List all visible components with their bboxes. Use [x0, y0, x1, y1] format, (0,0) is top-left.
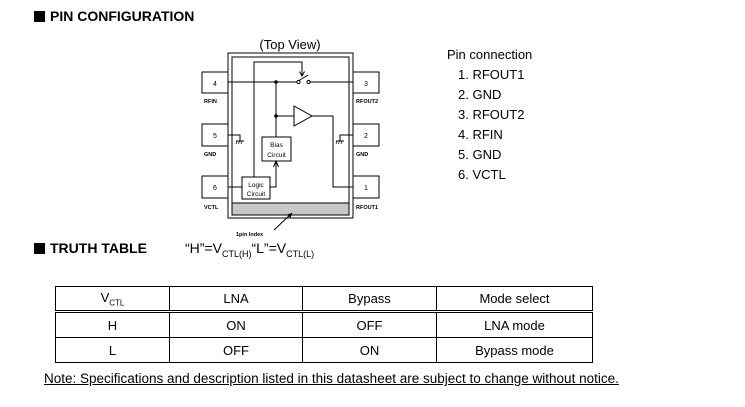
- list-item: 6. VCTL: [458, 167, 506, 182]
- pin-6: 6 VCTL: [201, 175, 229, 211]
- pin-2: 2 GND: [352, 123, 380, 158]
- pin-1: 1 RFOUT1: [352, 175, 380, 211]
- bias-circuit-block: Bias Circuit: [261, 136, 292, 162]
- pin-diagram: (Top View) 4 RFIN 5 GND 6 VCTL 3 RFOUT2 …: [201, 37, 380, 238]
- pin-configuration-heading: PIN CONFIGURATION: [34, 8, 194, 24]
- table-row: L OFF ON Bypass mode: [55, 337, 593, 363]
- header-vctl: VCTL: [55, 286, 170, 313]
- svg-text:6: 6: [213, 185, 217, 192]
- svg-text:3: 3: [364, 81, 368, 88]
- header-mode-select: Mode select: [436, 286, 593, 313]
- junction-dot: [274, 80, 278, 84]
- svg-text:RFOUT1: RFOUT1: [356, 205, 378, 211]
- svg-text:2: 2: [364, 133, 368, 140]
- pin-5: 5 GND: [201, 123, 229, 158]
- pin-index-band: [231, 202, 350, 216]
- table-row: H ON OFF LNA mode: [55, 311, 593, 338]
- list-item: 2. GND: [458, 87, 502, 102]
- list-item: 3. RFOUT2: [458, 107, 525, 122]
- pin-connection-list: Pin connection 1. RFOUT1 2. GND 3. RFOUT…: [447, 45, 532, 185]
- pin-connection-title: Pin connection: [447, 47, 533, 62]
- svg-text:5: 5: [213, 133, 217, 140]
- list-item: 1. RFOUT1: [458, 67, 525, 82]
- svg-text:GND: GND: [356, 152, 368, 158]
- junction-dot: [274, 114, 278, 118]
- pin-configuration-title: PIN CONFIGURATION: [50, 8, 195, 24]
- pin-3: 3 RFOUT2: [352, 71, 380, 105]
- top-view-label: (Top View): [259, 37, 320, 52]
- svg-text:GND: GND: [204, 152, 216, 158]
- svg-text:Circuit: Circuit: [267, 152, 286, 159]
- svg-text:RFIN: RFIN: [204, 99, 217, 105]
- svg-text:VCTL: VCTL: [204, 205, 219, 211]
- ground-symbol-icon: [235, 140, 343, 145]
- bullet-square-icon: [34, 242, 45, 254]
- svg-text:Circuit: Circuit: [247, 191, 266, 198]
- svg-text:1: 1: [364, 185, 368, 192]
- svg-text:Bias: Bias: [270, 142, 283, 149]
- disclaimer-note: Note: Specifications and description lis…: [44, 371, 619, 386]
- logic-level-equation: “H”=VCTL(H)“L”=VCTL(L): [185, 240, 315, 259]
- header-bypass: Bypass: [302, 286, 437, 313]
- header-lna: LNA: [169, 286, 303, 313]
- svg-text:RFOUT2: RFOUT2: [356, 99, 378, 105]
- logic-circuit-block: Logic Circuit: [241, 176, 271, 200]
- truth-table: VCTL LNA Bypass Mode select H ON OFF LNA…: [55, 286, 593, 363]
- bullet-square-icon: [34, 10, 45, 22]
- list-item: 5. GND: [458, 147, 502, 162]
- truth-table-heading: TRUTH TABLE: [34, 240, 147, 256]
- list-item: 4. RFIN: [458, 127, 503, 142]
- pin-index-label: 1pin Index: [236, 232, 264, 238]
- svg-text:Logic: Logic: [248, 182, 264, 189]
- pin-4: 4 RFIN: [201, 71, 229, 105]
- svg-text:4: 4: [213, 81, 217, 88]
- pin-index-arrowhead-icon: [287, 213, 292, 218]
- truth-table-title: TRUTH TABLE: [50, 240, 147, 256]
- table-header-row: VCTL LNA Bypass Mode select: [55, 286, 593, 313]
